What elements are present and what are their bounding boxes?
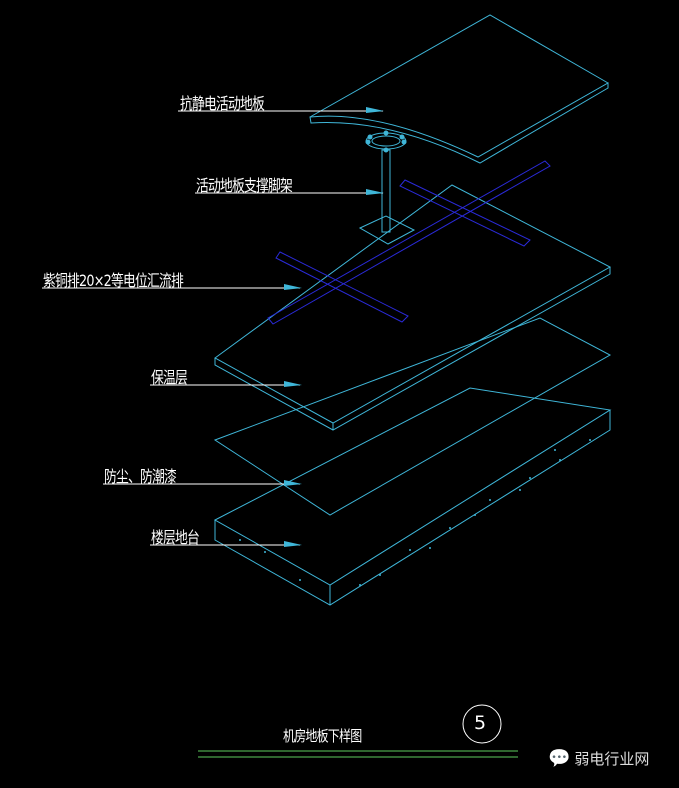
support-pedestal [358, 130, 416, 245]
leader-lines [42, 110, 383, 546]
detail-number-circle [462, 704, 502, 744]
detail-number: 5 [474, 712, 487, 734]
insulation-layer [214, 184, 612, 431]
raised-floor-panel [309, 14, 609, 164]
floor-slab [213, 387, 612, 606]
drawing-title: 机房地板下样图 [283, 727, 362, 745]
label-dust-coat: 防尘、防潮漆 [104, 467, 177, 486]
label-copper-bar: 紫铜排20×2等电位汇流排 [43, 271, 184, 290]
wechat-icon: 💬 [548, 748, 571, 769]
label-raised-floor: 抗静电活动地板 [180, 94, 265, 113]
dust-coat-layer [213, 317, 612, 516]
copper-bars [267, 160, 551, 325]
watermark-text: 弱电行业网 [574, 750, 650, 768]
label-slab: 楼层地台 [151, 528, 200, 547]
label-insulation: 保温层 [151, 368, 188, 387]
watermark: 💬 弱电行业网 [548, 748, 649, 769]
label-support: 活动地板支撑脚架 [196, 176, 293, 195]
arrowheads [284, 107, 384, 547]
